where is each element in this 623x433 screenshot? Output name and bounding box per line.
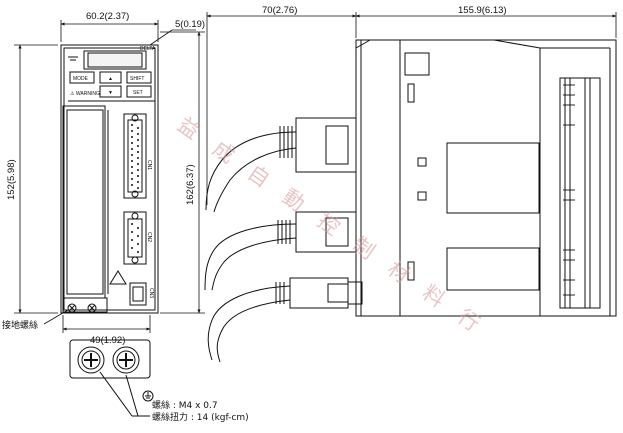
front-housing (60, 44, 159, 314)
front-offset-dimension: 5(0.19) (175, 19, 205, 30)
cn2-label: CN2 (146, 232, 152, 242)
watermark-char: 自 (243, 160, 274, 192)
watermark-char: 成 (208, 136, 239, 168)
heatsink-fins (559, 77, 601, 309)
ground-screw-detail-right-icon (112, 346, 140, 374)
up-key-label: ▲ (108, 76, 113, 82)
shift-key-label: SHIFT (130, 76, 144, 82)
warning-triangle (109, 270, 127, 285)
blank-panel (66, 109, 104, 295)
side-housing (355, 39, 617, 317)
screw-torque-label: 螺絲扭力 : 14 (kgf-cm) (152, 411, 249, 423)
side-window-upper (446, 142, 540, 214)
side-dimension-lines (206, 12, 617, 205)
front-housing-inner (63, 47, 156, 311)
set-key[interactable] (126, 85, 152, 98)
front-dimension-lines (14, 20, 205, 333)
shift-key[interactable] (126, 71, 152, 84)
base-plate (62, 297, 108, 313)
side-right-depth-dimension: 155.9(6.13) (458, 5, 507, 16)
watermark-char: 料 (418, 280, 449, 312)
set-key-label: SET (133, 90, 143, 96)
mode-key[interactable] (69, 71, 95, 84)
side-left-depth-dimension: 70(2.76) (262, 5, 297, 16)
front-height-dimension: 152(5.98) (6, 159, 17, 200)
watermark-char: 材 (383, 256, 414, 288)
screw-detail (69, 339, 154, 417)
down-key[interactable] (99, 85, 122, 98)
watermark-char: 益 (173, 112, 204, 144)
watermark-char: 行 (453, 304, 484, 336)
watermark-char: 動 (278, 184, 309, 216)
ground-symbol-icon (142, 390, 154, 402)
fin-marks (563, 84, 575, 296)
brand-label: DELTA (140, 46, 156, 52)
screw-detail-plate (69, 339, 151, 379)
cn2-connector (123, 211, 147, 265)
side-window-lower (446, 247, 540, 291)
down-key-label: ▼ (108, 90, 113, 96)
cn1-connector (123, 113, 147, 199)
front-view (60, 44, 159, 314)
back-connector-block (347, 281, 363, 305)
warning-label: ⚠ WARNING (70, 91, 100, 97)
cn3-label: CN3 (148, 288, 154, 298)
screw-spec-label: 螺絲 : M4 x 0.7 (152, 399, 218, 411)
ground-screw-detail-left-icon (77, 346, 105, 374)
cn1-label: CN1 (146, 160, 152, 170)
cn3-connector (129, 282, 147, 306)
front-width-dimension: 60.2(2.37) (86, 11, 129, 22)
connector-pins (131, 124, 139, 253)
display-screen (87, 52, 143, 68)
cable-plugs (289, 117, 357, 309)
ground-screw-icon (67, 303, 77, 313)
mode-key-label: MODE (73, 76, 89, 82)
overall-height-dimension: 162(6.37) (185, 164, 196, 205)
up-key[interactable] (99, 71, 122, 84)
ground-screw-label: 接地螺絲 (2, 319, 38, 331)
side-view (347, 39, 617, 317)
cables (204, 126, 297, 363)
